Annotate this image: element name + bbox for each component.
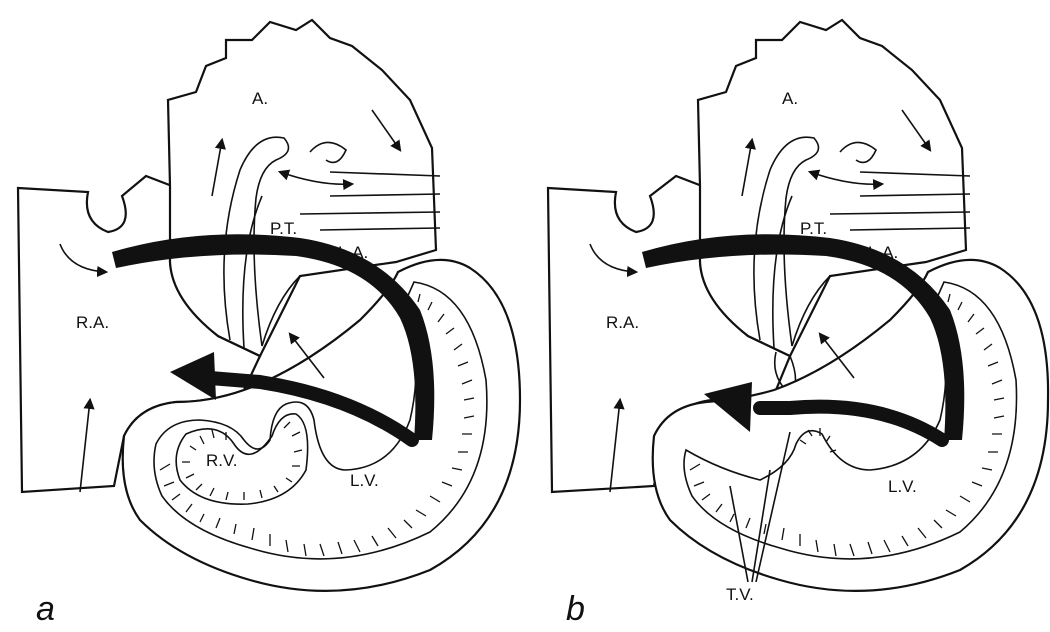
- label-left-atrium-a: L.A.: [338, 243, 368, 262]
- label-right-atrium-b: R.A.: [606, 313, 639, 332]
- panel-letter-a: a: [36, 590, 55, 628]
- label-left-atrium-b: L.A.: [868, 243, 898, 262]
- label-left-ventricle-a: L.V.: [350, 471, 379, 490]
- label-aorta-b: A.: [782, 89, 798, 108]
- label-pulmonary-trunk-b: P.T.: [800, 219, 827, 238]
- panel-b: A. P.T. L.A. R.A. L.V. T.V. b: [548, 20, 1048, 628]
- panel-letter-b: b: [566, 590, 585, 628]
- label-aorta-a: A.: [252, 89, 268, 108]
- label-tricuspid-valve-b: T.V.: [726, 585, 754, 604]
- panel-a: A. P.T. L.A. R.A. R.V. L.V. a: [18, 20, 520, 628]
- label-left-ventricle-b: L.V.: [888, 477, 917, 496]
- label-pulmonary-trunk-a: P.T.: [270, 219, 297, 238]
- label-right-ventricle-a: R.V.: [206, 451, 238, 470]
- label-right-atrium-a: R.A.: [76, 313, 109, 332]
